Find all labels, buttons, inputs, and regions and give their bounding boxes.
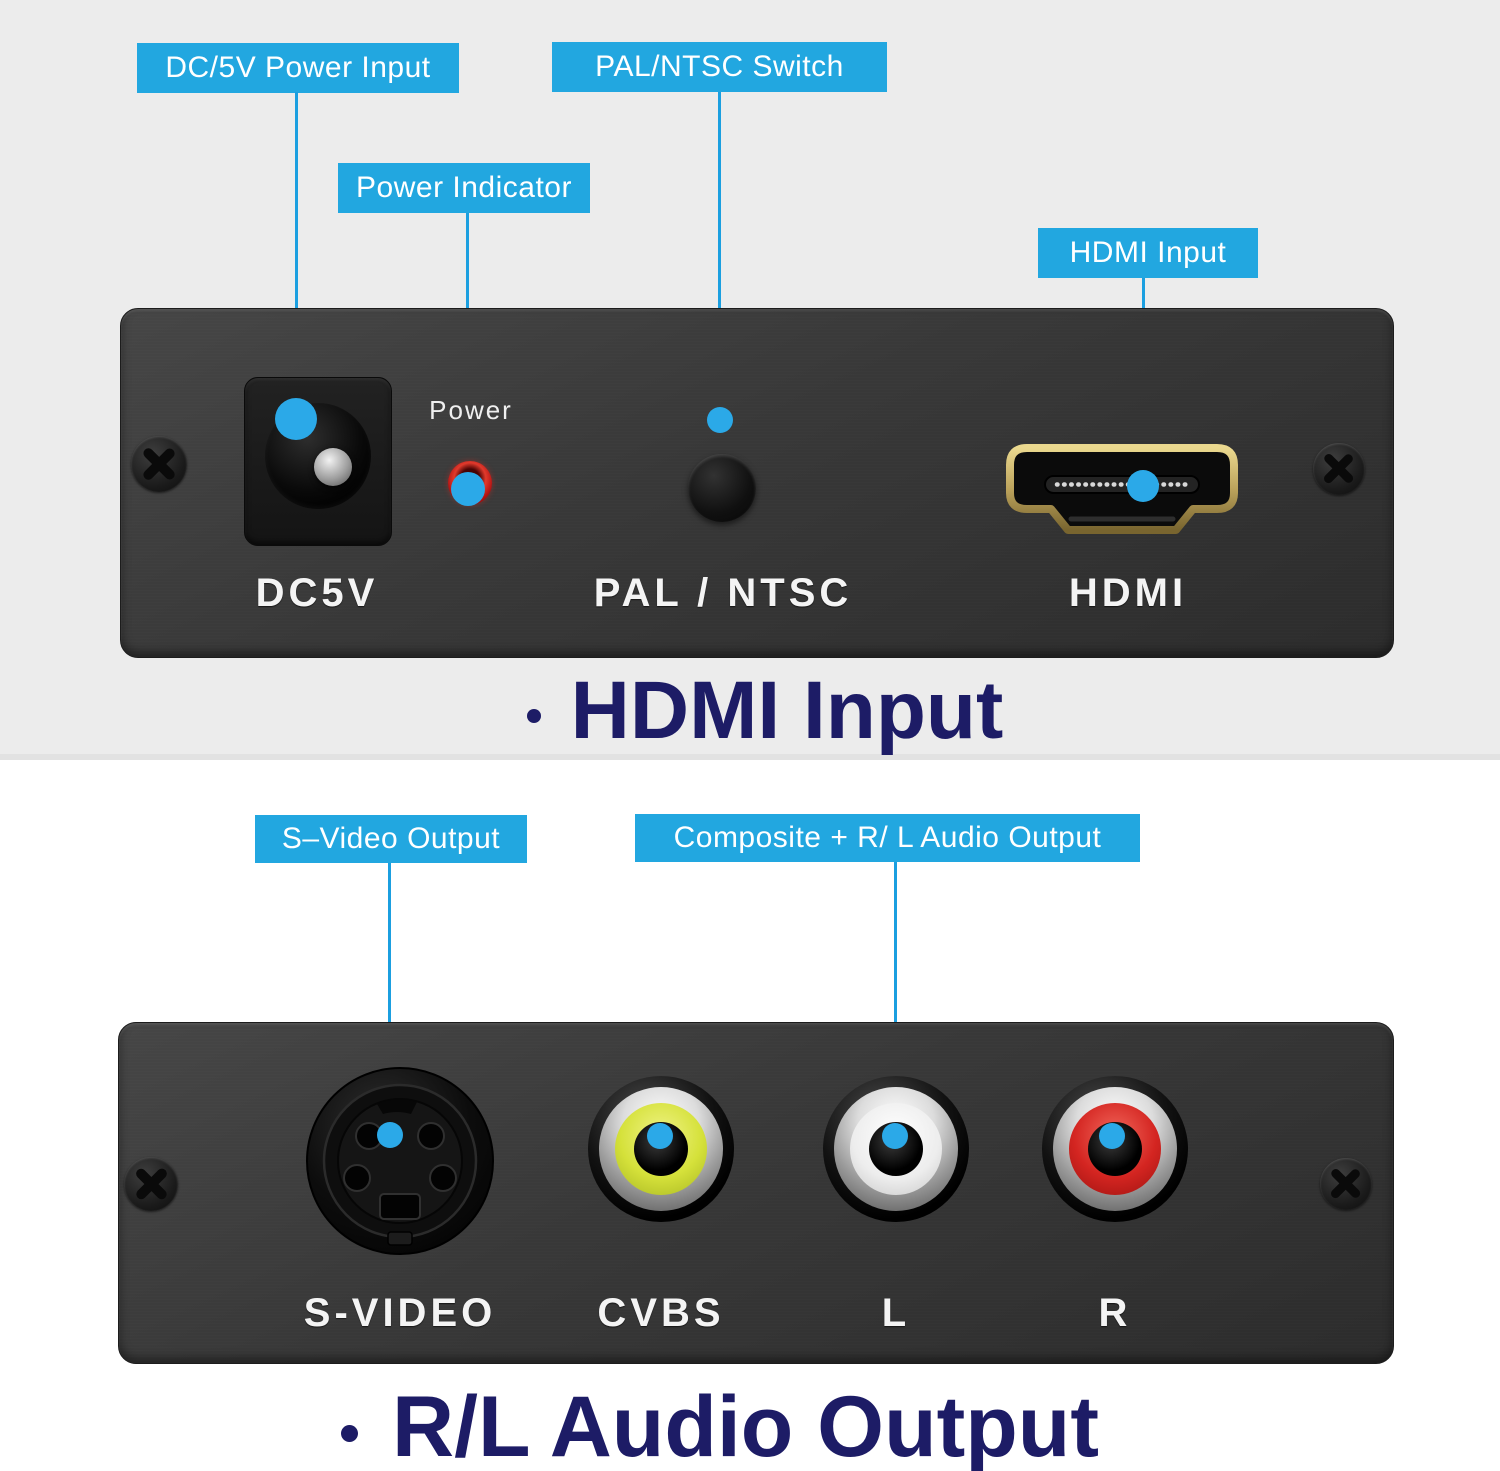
pal-ntsc-button: [688, 454, 756, 522]
hdmi-port-icon: [1006, 444, 1238, 534]
callout-line-composite: [894, 862, 897, 1136]
callout-dot-dc: [275, 398, 317, 440]
callout-line-pal: [718, 92, 721, 419]
audio-right-port-label: R: [1098, 1291, 1132, 1335]
converter-front-panel: Power DC5V PAL / NTSC HDMI: [120, 308, 1394, 658]
power-led-label: Power: [429, 395, 513, 425]
callout-dot-svideo: [377, 1122, 403, 1148]
callout-label-hdmi-input: HDMI Input: [1038, 228, 1258, 278]
bottom-caption-text: R/L Audio Output: [392, 1379, 1099, 1471]
cvbs-port-label: CVBS: [597, 1291, 725, 1335]
callout-label-composite-output: Composite + R/ L Audio Output: [635, 814, 1140, 862]
callout-label-dc-power-input: DC/5V Power Input: [137, 43, 459, 93]
dc-jack-pin-icon: [313, 447, 352, 486]
rca-jack-audio-right-icon: [1042, 1076, 1188, 1222]
callout-dot-power: [451, 472, 485, 506]
caption-bullet-icon: [526, 709, 541, 724]
callout-label-svideo-output: S–Video Output: [255, 815, 527, 863]
hdmi-port-label: HDMI: [1068, 571, 1188, 615]
converter-rear-panel: S-VIDEO CVBS L R: [118, 1022, 1394, 1364]
callout-dot-cvbs: [647, 1123, 673, 1149]
callout-label-pal-ntsc-switch: PAL/NTSC Switch: [552, 42, 887, 92]
callout-line-svideo: [388, 863, 391, 1135]
callout-dot-hdmi: [1127, 470, 1159, 502]
top-caption-text: HDMI Input: [570, 665, 1004, 756]
screw-icon: [131, 436, 187, 492]
screw-icon: [1313, 443, 1365, 495]
rca-jack-audio-left-icon: [823, 1076, 969, 1222]
callout-dot-audio-right: [1099, 1123, 1125, 1149]
callout-dot-pal: [707, 407, 733, 433]
screw-icon: [1320, 1158, 1372, 1210]
dc5v-port-label: DC5V: [255, 571, 379, 615]
screw-icon: [124, 1157, 178, 1211]
rca-jack-cvbs-icon: [588, 1076, 734, 1222]
callout-label-power-indicator: Power Indicator: [338, 163, 590, 213]
callout-line-dc: [295, 92, 298, 419]
callout-dot-audio-left: [882, 1123, 908, 1149]
audio-left-port-label: L: [881, 1291, 911, 1335]
section-divider: [0, 754, 1500, 760]
pal-ntsc-port-label: PAL / NTSC: [593, 571, 853, 615]
svideo-connector-icon: [306, 1067, 494, 1255]
dc-power-jack: [244, 377, 392, 546]
caption-bullet-icon: [341, 1424, 359, 1442]
top-caption: HDMI Input: [15, 664, 1500, 758]
svideo-port-label: S-VIDEO: [303, 1291, 497, 1335]
bottom-caption: R/L Audio Output: [0, 1378, 1470, 1471]
